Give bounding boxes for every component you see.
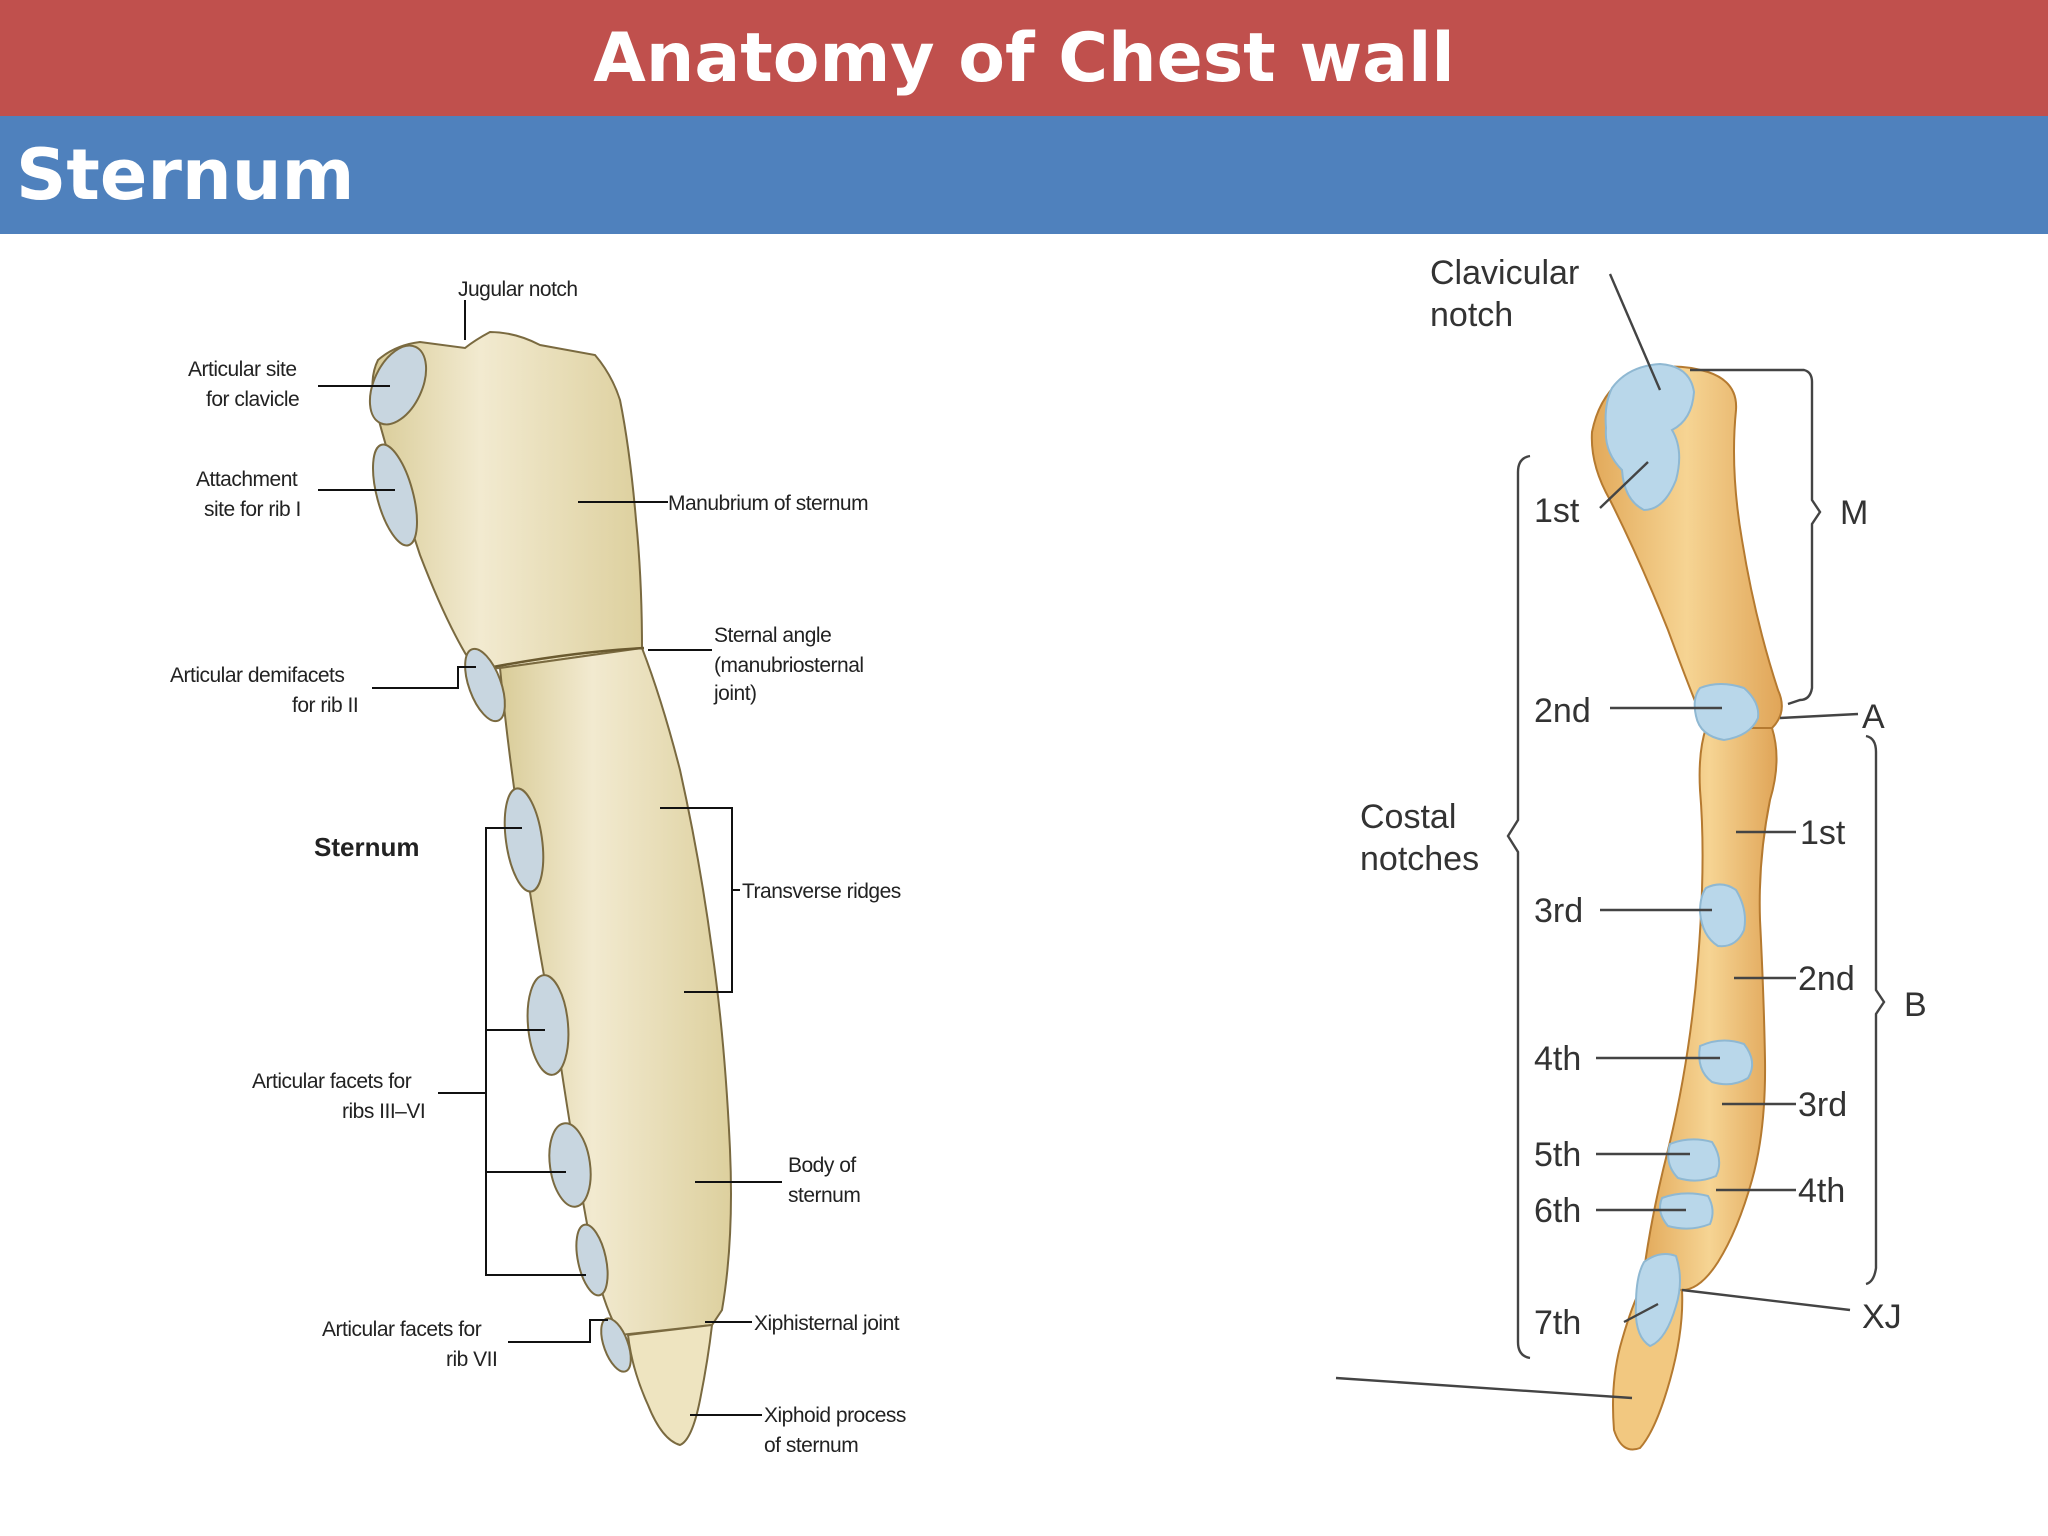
- label-xj: XJ: [1862, 1298, 1902, 1336]
- label-attachment-2: site for rib I: [204, 498, 301, 521]
- label-facets-3-6-2: ribs III–VI: [342, 1100, 425, 1123]
- left-labels: Jugular notch Articular site for clavicl…: [170, 278, 906, 1457]
- label-facets-7-1: Articular facets for: [322, 1318, 482, 1341]
- label-b: B: [1904, 986, 1927, 1024]
- right-leader-lines: [1335, 273, 1886, 1400]
- label-articular-site-2: for clavicle: [206, 388, 299, 411]
- label-right-1st: 1st: [1800, 814, 1846, 852]
- xiphoid-shape: [626, 1323, 714, 1447]
- right-labels: Clavicular notch Costal notches 1st 2nd …: [1360, 254, 1927, 1342]
- label-sternum: Sternum: [314, 832, 419, 862]
- label-m: M: [1840, 494, 1868, 532]
- label-manubrium: Manubrium of sternum: [668, 492, 868, 515]
- label-facets-3-6-1: Articular facets for: [252, 1070, 412, 1093]
- label-attachment-1: Attachment: [196, 468, 298, 491]
- label-left-5th: 5th: [1534, 1136, 1581, 1174]
- label-left-7th: 7th: [1534, 1304, 1581, 1342]
- label-left-4th: 4th: [1534, 1040, 1581, 1078]
- label-right-4th: 4th: [1798, 1172, 1845, 1210]
- right-sternum-illustration: [1590, 362, 1783, 1451]
- label-sternal-angle-3: joint): [713, 682, 757, 705]
- label-costal-2: notches: [1360, 840, 1479, 878]
- left-leader-lines: [318, 300, 782, 1416]
- label-xiphoid-2: of sternum: [764, 1434, 858, 1457]
- label-sternal-angle-1: Sternal angle: [714, 624, 831, 647]
- label-left-2nd: 2nd: [1534, 692, 1591, 730]
- label-right-2nd: 2nd: [1798, 960, 1855, 998]
- label-clavicular-1: Clavicular: [1430, 254, 1579, 292]
- label-jugular-notch: Jugular notch: [458, 278, 578, 301]
- label-a: A: [1862, 698, 1885, 736]
- label-body-1: Body of: [788, 1154, 856, 1177]
- label-body-2: sternum: [788, 1184, 860, 1207]
- title-bar: Anatomy of Chest wall: [0, 0, 2048, 116]
- page-title: Anatomy of Chest wall: [593, 18, 1455, 98]
- label-sternal-angle-2: (manubriosternal: [714, 654, 864, 677]
- label-left-1st: 1st: [1534, 492, 1580, 530]
- subtitle-bar: Sternum: [0, 116, 2048, 234]
- label-demifacets-1: Articular demifacets: [170, 664, 344, 687]
- section-title: Sternum: [16, 134, 355, 216]
- label-xiphisternal: Xiphisternal joint: [754, 1312, 900, 1335]
- label-left-3rd: 3rd: [1534, 892, 1583, 930]
- label-right-3rd: 3rd: [1798, 1086, 1847, 1124]
- left-sternum-illustration: [368, 330, 732, 1447]
- label-facets-7-2: rib VII: [446, 1348, 497, 1371]
- label-left-6th: 6th: [1534, 1192, 1581, 1230]
- label-clavicular-2: notch: [1430, 296, 1513, 334]
- body-shape: [498, 646, 732, 1337]
- label-articular-site-1: Articular site: [188, 358, 297, 381]
- label-xiphoid-1: Xiphoid process: [764, 1404, 906, 1427]
- label-transverse-ridges: Transverse ridges: [742, 880, 901, 903]
- label-costal-1: Costal: [1360, 798, 1456, 836]
- label-demifacets-2: for rib II: [292, 694, 358, 717]
